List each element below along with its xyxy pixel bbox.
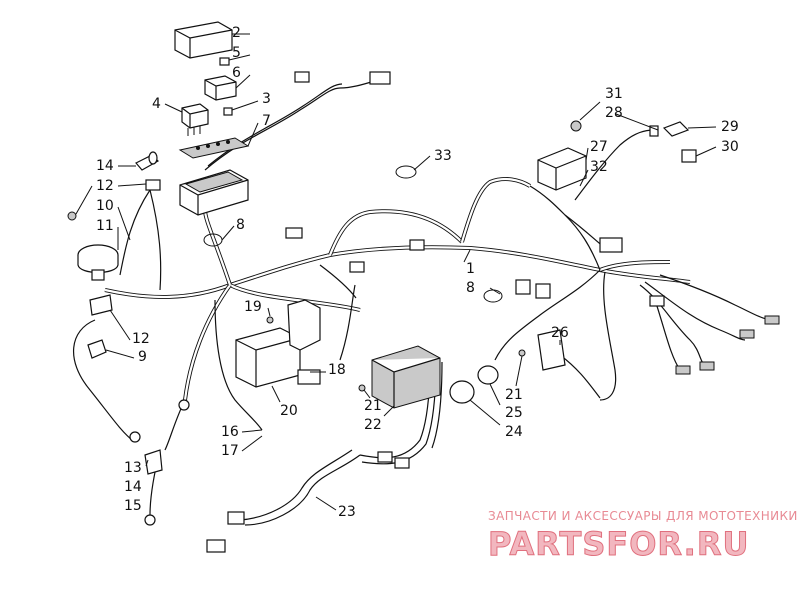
terminal-clip [145, 179, 161, 191]
callout-7: 7 [262, 113, 271, 129]
watermark-tagline: ЗАПЧАСТИ И АКСЕССУАРЫ ДЛЯ МОТОТЕХНИКИ [488, 509, 798, 523]
callout-6: 6 [232, 65, 241, 81]
terminal-boot [135, 151, 159, 171]
fuse-mini [223, 107, 233, 116]
screw-21 [358, 349, 526, 392]
mounting-bracket [89, 294, 113, 316]
screw-19 [266, 316, 274, 324]
watermark: ЗАПЧАСТИ И АКСЕССУАРЫ ДЛЯ МОТОТЕХНИКИ PA… [488, 509, 798, 564]
battery-boot [144, 449, 163, 475]
callout-13: 13 [124, 460, 142, 476]
cap-30 [681, 149, 697, 163]
callout-5: 5 [232, 45, 241, 61]
callout-19: 19 [244, 299, 262, 315]
callout-28: 28 [605, 105, 623, 121]
callout-14: 14 [124, 479, 142, 495]
callout-30: 30 [721, 139, 739, 155]
hose-28 [649, 125, 659, 137]
callout-16: 16 [221, 424, 239, 440]
callout-18: 18 [328, 362, 346, 378]
starter-solenoid [77, 244, 119, 281]
callout-1: 1 [466, 261, 475, 277]
callout-9: 9 [138, 349, 147, 365]
callout-21: 21 [364, 398, 382, 414]
nut [67, 211, 77, 221]
clamp-33 [395, 165, 417, 179]
watermark-brand: PARTSFOR.RU [488, 525, 749, 563]
callout-33: 33 [434, 148, 452, 164]
fuse-box-base [179, 169, 249, 216]
switch-bracket [537, 329, 566, 371]
fuse-small [219, 57, 230, 66]
callout-4: 4 [152, 96, 161, 112]
ring-terminal-1 [129, 399, 190, 443]
fuse-panel-board [178, 137, 250, 159]
relay-large [204, 75, 237, 101]
callout-10: 10 [96, 198, 114, 214]
callout-11: 11 [96, 218, 114, 234]
callout-31: 31 [605, 86, 623, 102]
fuse-box-cover [174, 21, 233, 59]
callout-15: 15 [124, 498, 142, 514]
connector-23 [206, 511, 245, 553]
cdi-bracket [287, 299, 321, 351]
voltage-regulator [371, 345, 441, 409]
thin-wires [73, 77, 771, 526]
callout-32: 32 [590, 159, 608, 175]
elbow-29 [662, 121, 690, 137]
callout-22: 22 [364, 417, 382, 433]
cdi-connector [297, 369, 321, 385]
callout-23: 23 [338, 504, 356, 520]
relay-small [181, 103, 209, 136]
callout-12: 12 [96, 178, 114, 194]
boot-cover [87, 339, 107, 359]
light-socket [449, 365, 499, 404]
callout-25: 25 [505, 405, 523, 421]
connectors-right [675, 315, 780, 375]
ecu-box [537, 147, 587, 191]
callout-26: 26 [551, 325, 569, 341]
callout-8: 8 [466, 280, 475, 296]
callout-3: 3 [262, 91, 271, 107]
callout-12: 12 [132, 331, 150, 347]
callout-20: 20 [280, 403, 298, 419]
callout-29: 29 [721, 119, 739, 135]
callout-2: 2 [232, 25, 241, 41]
nut-31 [570, 120, 582, 132]
callout-17: 17 [221, 443, 239, 459]
callout-21: 21 [505, 387, 523, 403]
battery-terminal [144, 514, 156, 526]
callout-24: 24 [505, 424, 523, 440]
callout-27: 27 [590, 139, 608, 155]
callout-14: 14 [96, 158, 114, 174]
callout-8: 8 [236, 217, 245, 233]
connectors-harness [285, 71, 665, 469]
leader-lines [75, 33, 717, 511]
